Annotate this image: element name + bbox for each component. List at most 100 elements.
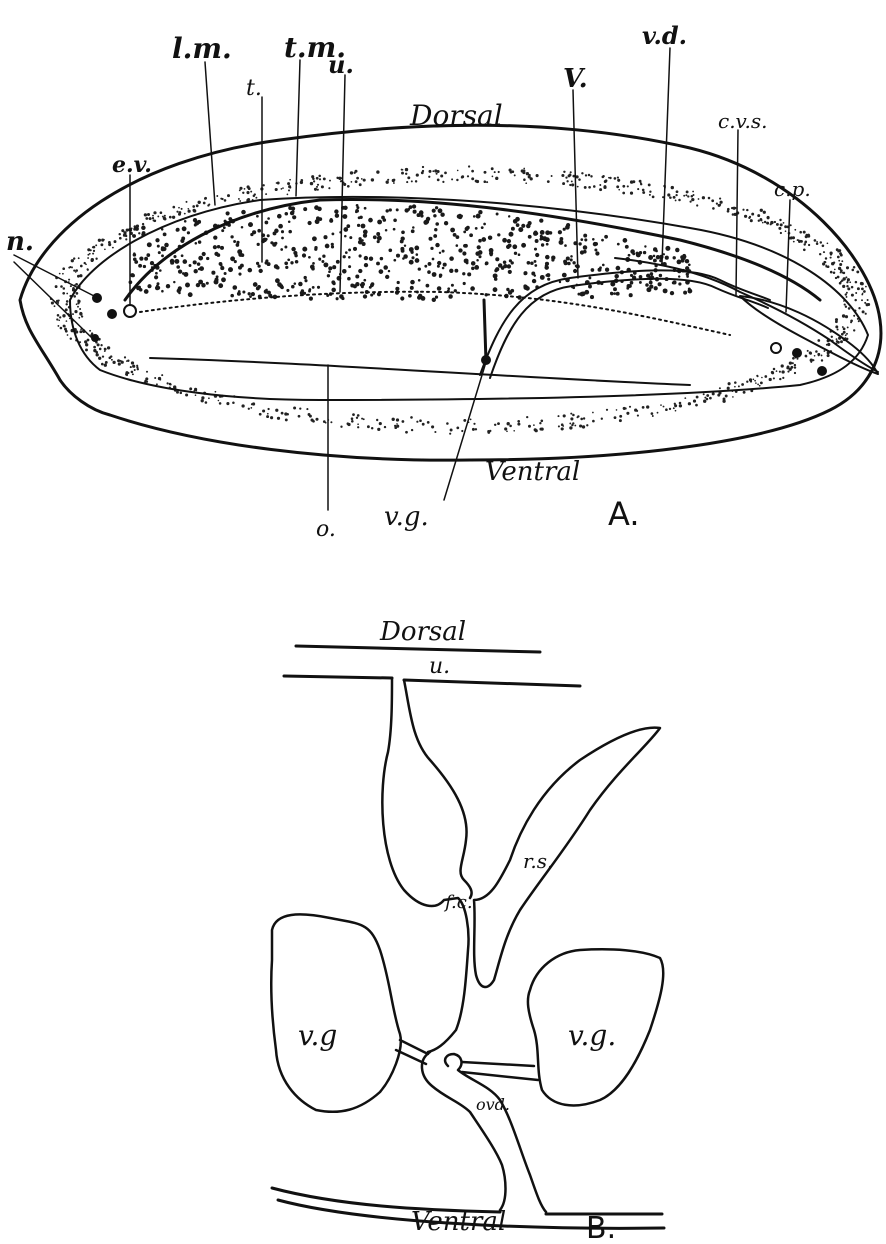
- stipple-dot: [809, 352, 812, 355]
- stipple-dot: [753, 378, 755, 380]
- stipple-dot: [646, 405, 649, 408]
- stipple-dot: [566, 256, 570, 260]
- stipple-dot: [815, 350, 818, 353]
- stipple-dot: [534, 428, 537, 431]
- stipple-dot: [761, 377, 763, 379]
- stipple-dot: [173, 255, 176, 258]
- stipple-dot: [221, 277, 226, 282]
- stipple-dot: [201, 399, 204, 402]
- stipple-dot: [323, 262, 328, 267]
- stipple-dot: [323, 420, 326, 423]
- stipple-dot: [846, 281, 848, 283]
- stipple-dot: [418, 267, 421, 270]
- label-cp: c.p.: [774, 177, 811, 201]
- stipple-dot: [195, 394, 197, 396]
- stipple-dot: [376, 262, 380, 266]
- stipple-dot: [847, 287, 850, 290]
- stipple-dot: [427, 270, 431, 274]
- stipple-dot: [143, 265, 146, 268]
- stipple-dot: [242, 192, 244, 194]
- stipple-dot: [754, 380, 756, 382]
- stipple-dot: [284, 412, 287, 415]
- label-ovd: ovd.: [476, 1095, 510, 1114]
- stipple-dot: [669, 196, 672, 199]
- stipple-dot: [649, 191, 651, 193]
- stipple-dot: [616, 292, 620, 296]
- stipple-dot: [545, 274, 548, 277]
- stipple-dot: [588, 285, 592, 289]
- stipple-dot: [720, 201, 723, 204]
- stipple-dot: [415, 258, 420, 263]
- stipple-dot: [539, 238, 542, 241]
- stipple-dot: [103, 239, 105, 241]
- stipple-dot: [592, 412, 594, 414]
- stipple-dot: [821, 354, 823, 356]
- stipple-dot: [495, 177, 498, 180]
- stipple-dot: [328, 187, 330, 189]
- stipple-dot: [344, 235, 347, 238]
- stipple-dot: [62, 314, 65, 317]
- stipple-dot: [356, 417, 358, 419]
- stipple-dot: [508, 215, 510, 217]
- stipple-dot: [434, 228, 437, 231]
- stipple-dot: [342, 214, 347, 219]
- stipple-dot: [256, 215, 259, 218]
- stipple-dot: [63, 325, 66, 328]
- stipple-dot: [397, 281, 400, 284]
- stipple-dot: [176, 391, 179, 394]
- stipple-dot: [827, 242, 829, 244]
- stipple-dot: [127, 360, 129, 362]
- stipple-dot: [592, 238, 595, 241]
- stipple-dot: [463, 282, 466, 285]
- stipple-dot: [630, 192, 633, 195]
- stipple-dot: [840, 254, 843, 257]
- stipple-dot: [312, 236, 317, 241]
- stipple-dot: [114, 240, 117, 243]
- stipple-dot: [319, 178, 321, 180]
- stipple-dot: [561, 427, 564, 430]
- stipple-dot: [72, 313, 74, 315]
- stipple-dot: [355, 180, 358, 183]
- stipple-dot: [206, 257, 209, 260]
- stipple-dot: [359, 183, 362, 186]
- panel-letter-b: B.: [586, 1211, 616, 1244]
- stipple-dot: [64, 328, 67, 331]
- stipple-dot: [220, 264, 223, 267]
- stipple-dot: [864, 302, 866, 304]
- stipple-dot: [250, 407, 252, 409]
- stipple-dot: [851, 269, 854, 272]
- stipple-dot: [838, 260, 840, 262]
- stipple-dot: [782, 377, 784, 379]
- stipple-dot: [776, 370, 778, 372]
- stipple-dot: [218, 283, 223, 288]
- stipple-dot: [280, 248, 283, 251]
- stipple-dot: [471, 267, 474, 270]
- stipple-dot: [528, 235, 532, 239]
- stipple-dot: [599, 184, 601, 186]
- stipple-dot: [193, 209, 196, 212]
- stipple-dot: [738, 385, 740, 387]
- stipple-dot: [665, 256, 669, 260]
- stipple-dot: [557, 415, 559, 417]
- stipple-dot: [617, 179, 620, 182]
- leader-cp: [786, 200, 790, 312]
- stipple-dot: [523, 178, 526, 181]
- label-rs: r.s.: [523, 849, 553, 873]
- stipple-dot: [506, 288, 509, 291]
- stipple-dot: [334, 209, 338, 213]
- stipple-dot: [865, 313, 867, 315]
- stipple-dot: [449, 433, 451, 435]
- stipple-dot: [583, 245, 588, 250]
- stipple-dot: [176, 228, 179, 231]
- stipple-dot: [295, 260, 299, 264]
- stipple-dot: [302, 247, 307, 252]
- stipple-dot: [306, 408, 308, 410]
- stipple-dot: [310, 265, 315, 270]
- stipple-dot: [536, 174, 539, 177]
- stipple-dot: [653, 259, 657, 263]
- stipple-dot: [659, 274, 662, 277]
- stipple-dot: [112, 361, 115, 364]
- stipple-dot: [437, 179, 440, 182]
- stipple-dot: [331, 245, 334, 248]
- stipple-dot: [443, 263, 447, 267]
